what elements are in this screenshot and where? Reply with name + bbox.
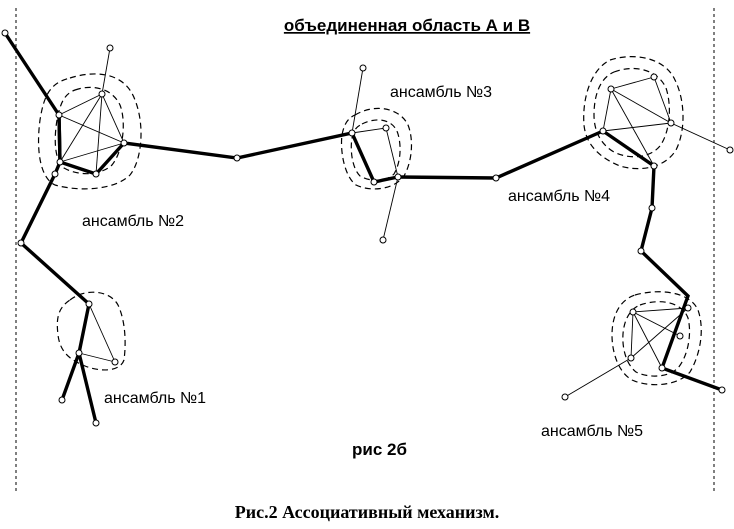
ensemble-label-3: ансамбль №3 — [390, 84, 492, 101]
ensemble-outline-2 — [37, 73, 142, 190]
ensemble-outline-4 — [583, 56, 684, 170]
ensemble-outline-5 — [611, 291, 702, 386]
ensemble-label-1: ансамбль №1 — [104, 390, 206, 407]
ensemble-label-2: ансамбль №2 — [82, 213, 184, 230]
ensemble-2-chain — [58, 129, 724, 392]
ensemble-1-branch — [60, 351, 81, 402]
ensemble-outline-5-inner — [622, 301, 691, 377]
figure-caption: Рис.2 Ассоциативный механизм. — [234, 502, 500, 522]
ensemble-outline-1 — [56, 291, 126, 371]
figure-label: рис 2б — [352, 440, 407, 459]
ensemble-label-4: ансамбль №4 — [508, 188, 610, 205]
ensemble-outline-3 — [340, 107, 413, 190]
ensemble-label-5: ансамбль №5 — [541, 423, 643, 440]
nodes — [1, 29, 734, 427]
thin-links — [58, 47, 731, 424]
diagram-title: объединенная область А и В — [284, 16, 530, 35]
ensemble-outline-4-inner — [593, 67, 670, 158]
